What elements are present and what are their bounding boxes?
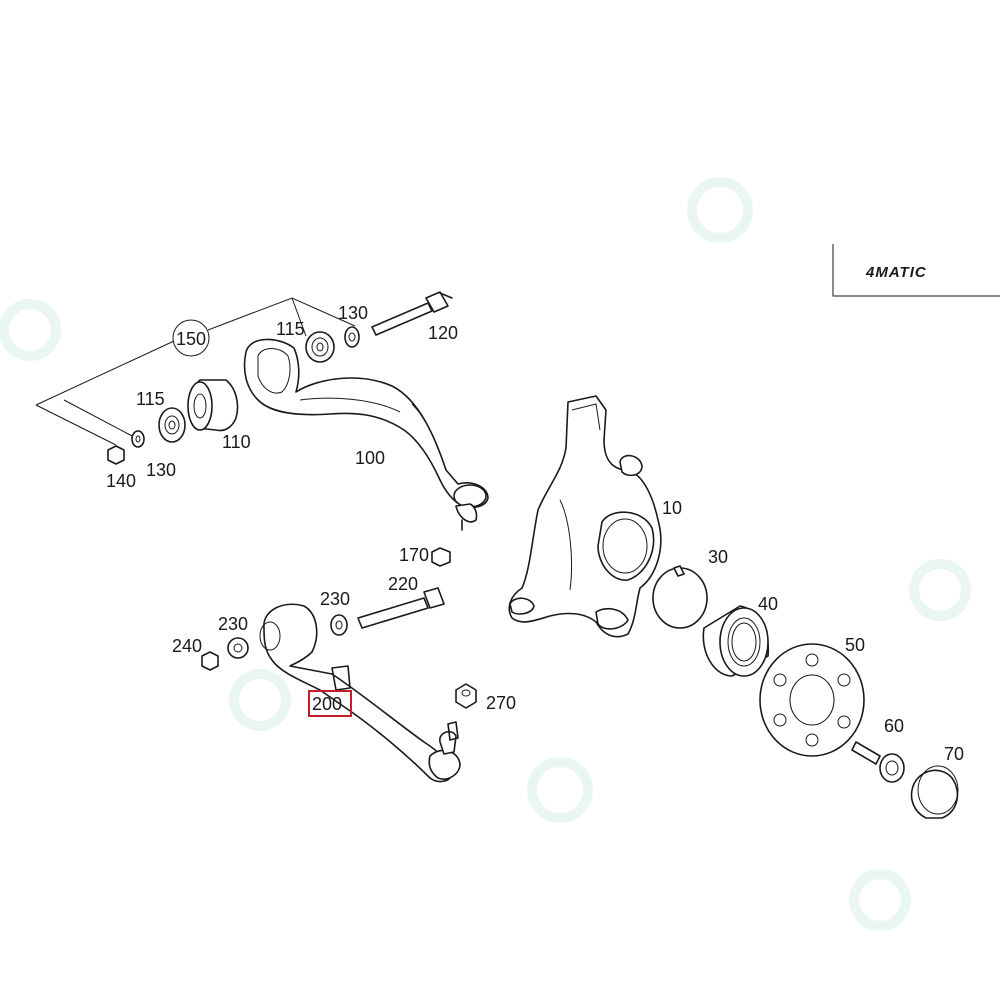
label-30: 30 — [708, 547, 728, 567]
label-150: 150 — [176, 329, 206, 349]
label-170: 170 — [399, 545, 429, 565]
label-60: 60 — [884, 716, 904, 736]
label-40: 40 — [758, 594, 778, 614]
4matic-badge: 4MATIC — [832, 244, 1000, 297]
label-120: 120 — [428, 323, 458, 343]
highlight-box-200 — [308, 690, 352, 717]
label-230-right: 230 — [320, 589, 350, 609]
washer-230-left — [227, 637, 249, 659]
bolt-120 — [371, 291, 453, 336]
4matic-label: 4MATIC — [865, 264, 927, 281]
control-arm-100 — [243, 338, 489, 531]
steering-knuckle-10 — [508, 395, 662, 638]
label-10: 10 — [662, 498, 682, 518]
washer-230-right — [330, 614, 348, 636]
bolt-60 — [851, 741, 905, 783]
label-130-lower: 130 — [146, 460, 176, 480]
label-100: 100 — [355, 448, 385, 468]
washer-130-lower — [131, 430, 145, 448]
label-270: 270 — [486, 693, 516, 713]
label-50: 50 — [845, 635, 865, 655]
label-140: 140 — [106, 471, 136, 491]
label-110: 110 — [222, 432, 251, 452]
label-130-top: 130 — [338, 303, 368, 323]
strut-200 — [259, 603, 461, 783]
circlip-30 — [652, 565, 708, 629]
wheel-bearing-40 — [702, 605, 770, 677]
bushing-110 — [187, 379, 239, 432]
bolt-220 — [357, 587, 445, 629]
cap-70 — [910, 765, 959, 819]
nut-240 — [201, 651, 219, 671]
label-115-top: 115 — [276, 319, 305, 339]
group-150-leader — [35, 297, 356, 446]
group-150-circle — [172, 319, 210, 357]
watermark — [0, 177, 971, 931]
label-200: 200 — [312, 694, 342, 714]
label-220: 220 — [388, 574, 418, 594]
hub-50 — [759, 643, 865, 757]
label-115-lower: 115 — [136, 389, 165, 409]
bushing-115-top — [305, 331, 335, 363]
label-70: 70 — [944, 744, 964, 764]
nut-140 — [107, 445, 125, 465]
washer-130-top — [344, 326, 360, 348]
nut-170 — [431, 547, 451, 567]
label-240: 240 — [172, 636, 202, 656]
bushing-115-lower — [158, 407, 186, 443]
label-230-left: 230 — [218, 614, 248, 634]
